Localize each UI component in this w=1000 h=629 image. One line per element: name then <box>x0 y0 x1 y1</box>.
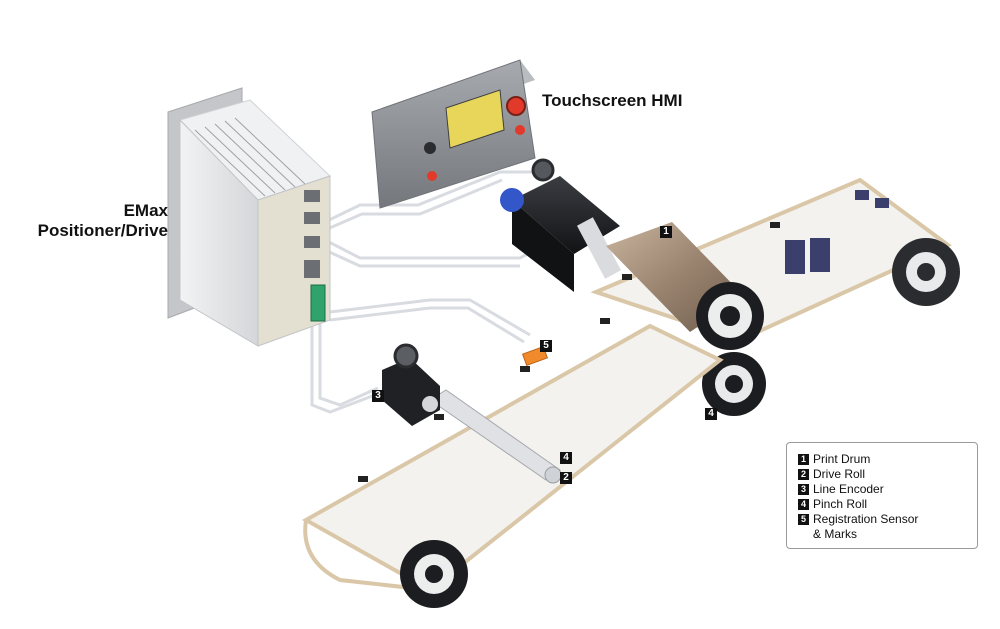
estop-icon <box>506 96 526 116</box>
cable-hmi-drive <box>324 170 540 224</box>
lower-belt <box>301 318 724 608</box>
encoder-body <box>382 358 440 426</box>
cable-encoder-2 <box>318 322 379 407</box>
motor-fan <box>500 188 524 212</box>
cable-sensor-2 <box>329 306 525 344</box>
drive-vents <box>194 117 306 197</box>
legend-item: 2 Drive Roll <box>798 467 866 482</box>
badge-print-drum: 1 <box>660 226 672 238</box>
legend-badge: 5 <box>798 514 809 525</box>
legend-label: Line Encoder <box>813 482 884 496</box>
emax-drive <box>167 87 331 347</box>
hmi-screen <box>445 89 505 149</box>
drive-green-connector <box>310 284 326 322</box>
belt-mark <box>622 274 632 280</box>
belt-mark <box>770 222 780 228</box>
lower-belt-surface <box>301 323 724 593</box>
drive-roll-shaft <box>429 389 561 481</box>
motor-flange <box>576 217 622 279</box>
badge-pinch-roll: 4 <box>560 452 572 464</box>
hmi-panel <box>371 59 536 209</box>
badge-line-encoder: 3 <box>372 390 384 402</box>
cable-sensor <box>329 298 531 337</box>
cable-encoder-1 <box>310 320 376 414</box>
lower-belt-loop <box>303 519 431 592</box>
callout-touchscreen-hmi: Touchscreen HMI <box>542 91 683 110</box>
print-pattern <box>785 190 889 274</box>
legend-label: Registration Sensor <box>813 512 919 526</box>
belt-mark <box>520 366 530 372</box>
encoder-connector <box>393 343 419 369</box>
belt-mark <box>600 318 610 324</box>
motor-side <box>512 200 574 292</box>
motor-connector <box>531 158 555 182</box>
legend-badge: 2 <box>798 469 809 480</box>
callout-emax-line1: EMax <box>123 201 168 220</box>
hmi-button-icon <box>515 125 525 135</box>
legend-item: 5 Registration Sensor <box>798 512 919 527</box>
drive-port-2 <box>304 212 320 224</box>
cables <box>310 170 540 414</box>
callout-emax-line2: Positioner/Drive <box>37 221 168 240</box>
legend: 1 Print Drum 2 Drive Roll 3 Line Encoder… <box>786 442 978 549</box>
print-drum <box>606 222 764 350</box>
legend-item: 1 Print Drum <box>798 452 871 467</box>
badge-pinch-roll-under: 4 <box>705 408 717 420</box>
drive-port-1 <box>304 190 320 202</box>
lower-roller <box>400 540 468 608</box>
legend-badge: 1 <box>798 454 809 465</box>
legend-item: 4 Pinch Roll <box>798 497 868 512</box>
upper-roller <box>892 238 960 306</box>
cable-motor-1 <box>324 238 536 260</box>
legend-continuation: & Marks <box>813 527 858 541</box>
badge-registration: 5 <box>540 340 552 352</box>
cable-motor-2 <box>324 248 520 268</box>
legend-label: Print Drum <box>813 452 871 466</box>
legend-label: Drive Roll <box>813 467 866 481</box>
hmi-button-icon <box>427 171 437 181</box>
hmi-knob <box>424 142 436 154</box>
cable-hmi-drive-2 <box>324 178 503 232</box>
belt-mark <box>358 476 368 482</box>
badge-drive-roll: 2 <box>560 472 572 484</box>
belt-mark <box>434 414 444 420</box>
legend-item: 3 Line Encoder <box>798 482 884 497</box>
legend-label: Pinch Roll <box>813 497 868 511</box>
drive-roll <box>429 389 562 484</box>
drive-port-3 <box>304 236 320 248</box>
drive-port-4 <box>304 260 320 278</box>
line-encoder <box>382 343 440 426</box>
legend-badge: 3 <box>798 484 809 495</box>
legend-badge: 4 <box>798 499 809 510</box>
pinch-roll <box>702 352 766 416</box>
servo-motor <box>500 158 622 292</box>
